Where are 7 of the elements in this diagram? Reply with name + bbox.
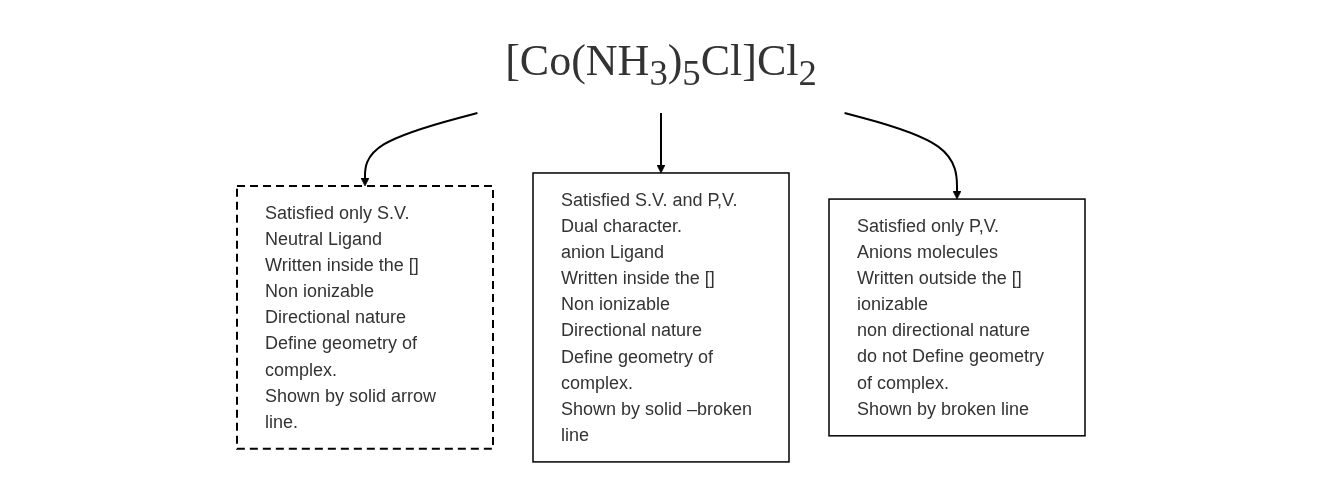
- arrow: [843, 112, 962, 200]
- node-box: Satisfied only S.V. Neutral Ligand Written inside the [] Non ionizable Directional nature Define geometry of complex. Shown by solid arrow line.: [236, 185, 494, 450]
- arrow: [360, 112, 479, 187]
- arrow: [656, 112, 666, 174]
- node-text: [Co(NH$_{3}$)$_{5}$Cl]Cl$_{2}$: [505, 36, 817, 93]
- node-box: Satisfied S.V. and P,V. Dual character. anion Ligand Written inside the [] Non ionizable Directional nature Define geometry of complex. Shown by solid –broken line: [532, 172, 790, 463]
- node-box: Satisfied only P,V. Anions molecules Written outside the [] ionizable non directional nature do not Define geometry of complex. Shown by broken line: [828, 198, 1086, 437]
